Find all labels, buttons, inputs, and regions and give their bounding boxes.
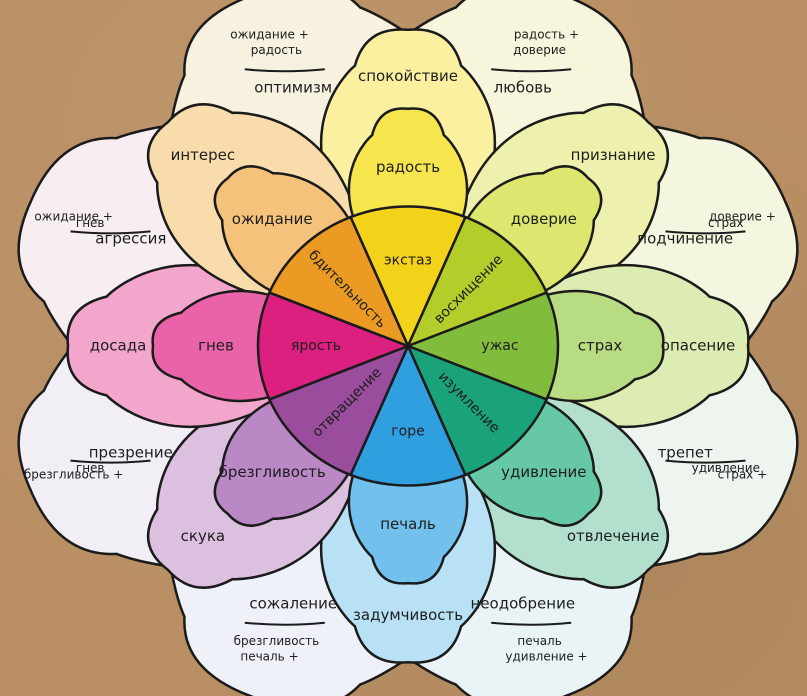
core-label-blue: горе	[391, 424, 424, 440]
middle-label-purple: брезгливость	[219, 463, 326, 481]
core-wedge-yellow	[348, 205, 468, 350]
middle-label-blue: печаль	[380, 515, 436, 533]
core-wedge-lime	[405, 215, 549, 349]
combination-mix-2-bottom-right: печаль	[517, 634, 561, 648]
middle-petal-layer	[151, 107, 665, 585]
combination-mix-1-left-top: ожидание +	[34, 210, 113, 224]
core-wedge-blue	[348, 342, 468, 487]
outer-label-teal: отвлечение	[567, 527, 659, 545]
combination-mix-1-bottom-right: удивление +	[505, 650, 587, 664]
middle-label-orange: ожидание	[232, 210, 313, 228]
middle-label-green: страх	[578, 337, 623, 355]
middle-label-pink: гнев	[198, 337, 234, 355]
combination-primary-top-left: оптимизм	[254, 79, 332, 97]
combination-mix-2-bottom-left: брезгливость	[234, 634, 320, 648]
combination-mix-2-top-left: радость	[251, 43, 302, 57]
combination-divider-right-bottom	[665, 459, 746, 464]
combination-primary-right-bottom: трепет	[658, 443, 714, 461]
combination-divider-left-bottom	[70, 459, 151, 464]
core-label-yellow: экстаз	[384, 252, 432, 268]
combination-mix-1-top-right: радость +	[514, 28, 579, 42]
combination-mix-2-right-bottom: удивление	[692, 461, 760, 475]
combination-mix-1-top-left: ожидание +	[230, 28, 309, 42]
combination-mix-1-bottom-left: печаль +	[240, 650, 298, 664]
outer-label-lime: признание	[571, 146, 656, 164]
core-label-green: ужас	[481, 338, 518, 354]
combination-divider-bottom-right	[491, 621, 572, 626]
core-label-pink: ярость	[291, 338, 341, 354]
combination-primary-top-right: любовь	[494, 79, 552, 97]
middle-label-teal: удивление	[501, 463, 586, 481]
outer-label-green: опасение	[661, 337, 735, 355]
combination-primary-bottom-left: сожаление	[249, 594, 337, 612]
core-wedge-purple	[267, 343, 411, 477]
outer-label-purple: скука	[181, 527, 225, 545]
combination-divider-top-left	[244, 68, 325, 73]
core-wedge-teal	[405, 343, 549, 477]
combination-mix-1-right-bottom: страх +	[718, 467, 768, 481]
outer-label-blue: задумчивость	[353, 606, 463, 624]
combination-mix-2-right-top: страх	[708, 216, 744, 230]
core-wedge-orange	[267, 215, 411, 349]
middle-label-lime: доверие	[511, 210, 577, 228]
combination-divider-right-top	[665, 230, 746, 235]
combination-mix-1-right-top: доверие +	[709, 210, 776, 224]
middle-label-yellow: радость	[376, 158, 440, 176]
combination-primary-left-bottom: презрение	[89, 443, 173, 461]
combination-divider-bottom-left	[244, 621, 325, 626]
combination-primary-bottom-right: неодобрение	[471, 594, 576, 612]
combination-divider-left-top	[70, 230, 151, 235]
core-wedge-pink	[256, 291, 412, 401]
core-wedge-green	[404, 291, 560, 401]
combination-mix-2-left-bottom: гнев	[76, 461, 105, 475]
combination-mix-1-left-bottom: брезгливость +	[24, 467, 124, 481]
core-layer	[256, 205, 560, 487]
outer-label-orange: интерес	[171, 146, 236, 164]
combination-mix-2-left-top: гнев	[76, 216, 105, 230]
combination-mix-2-top-right: доверие	[513, 43, 566, 57]
outer-label-yellow: спокойствие	[358, 67, 458, 85]
combination-divider-top-right	[491, 68, 572, 73]
outer-label-pink: досада	[90, 337, 147, 355]
